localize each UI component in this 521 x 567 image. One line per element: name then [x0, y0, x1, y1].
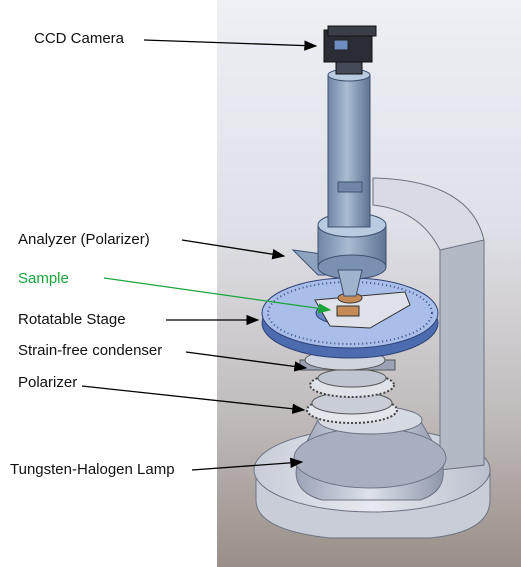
- arrow-sample: [103, 277, 332, 314]
- leader-arrows: [81, 39, 332, 471]
- arrow-polarizer: [81, 385, 306, 414]
- ccd-camera: [323, 25, 377, 75]
- rotatable-stage: [261, 277, 439, 359]
- label-sample: Sample: [18, 270, 69, 287]
- label-rotatable-stage: Rotatable Stage: [18, 311, 126, 328]
- arrow-lamp: [191, 457, 304, 471]
- label-lamp: Tungsten-Halogen Lamp: [10, 461, 175, 478]
- arrow-condenser: [185, 351, 308, 372]
- lamp-cone: [293, 405, 447, 501]
- label-ccd-camera: CCD Camera: [34, 30, 125, 47]
- lower-polarizer: [306, 368, 398, 424]
- label-polarizer: Polarizer: [18, 374, 78, 391]
- label-analyzer: Analyzer (Polarizer): [18, 231, 150, 248]
- arrow-ccd-camera: [143, 39, 318, 51]
- tube-column: [327, 68, 371, 228]
- label-condenser: Strain-free condenser: [18, 342, 163, 359]
- arrow-analyzer: [181, 239, 286, 260]
- back-housing: [372, 177, 485, 471]
